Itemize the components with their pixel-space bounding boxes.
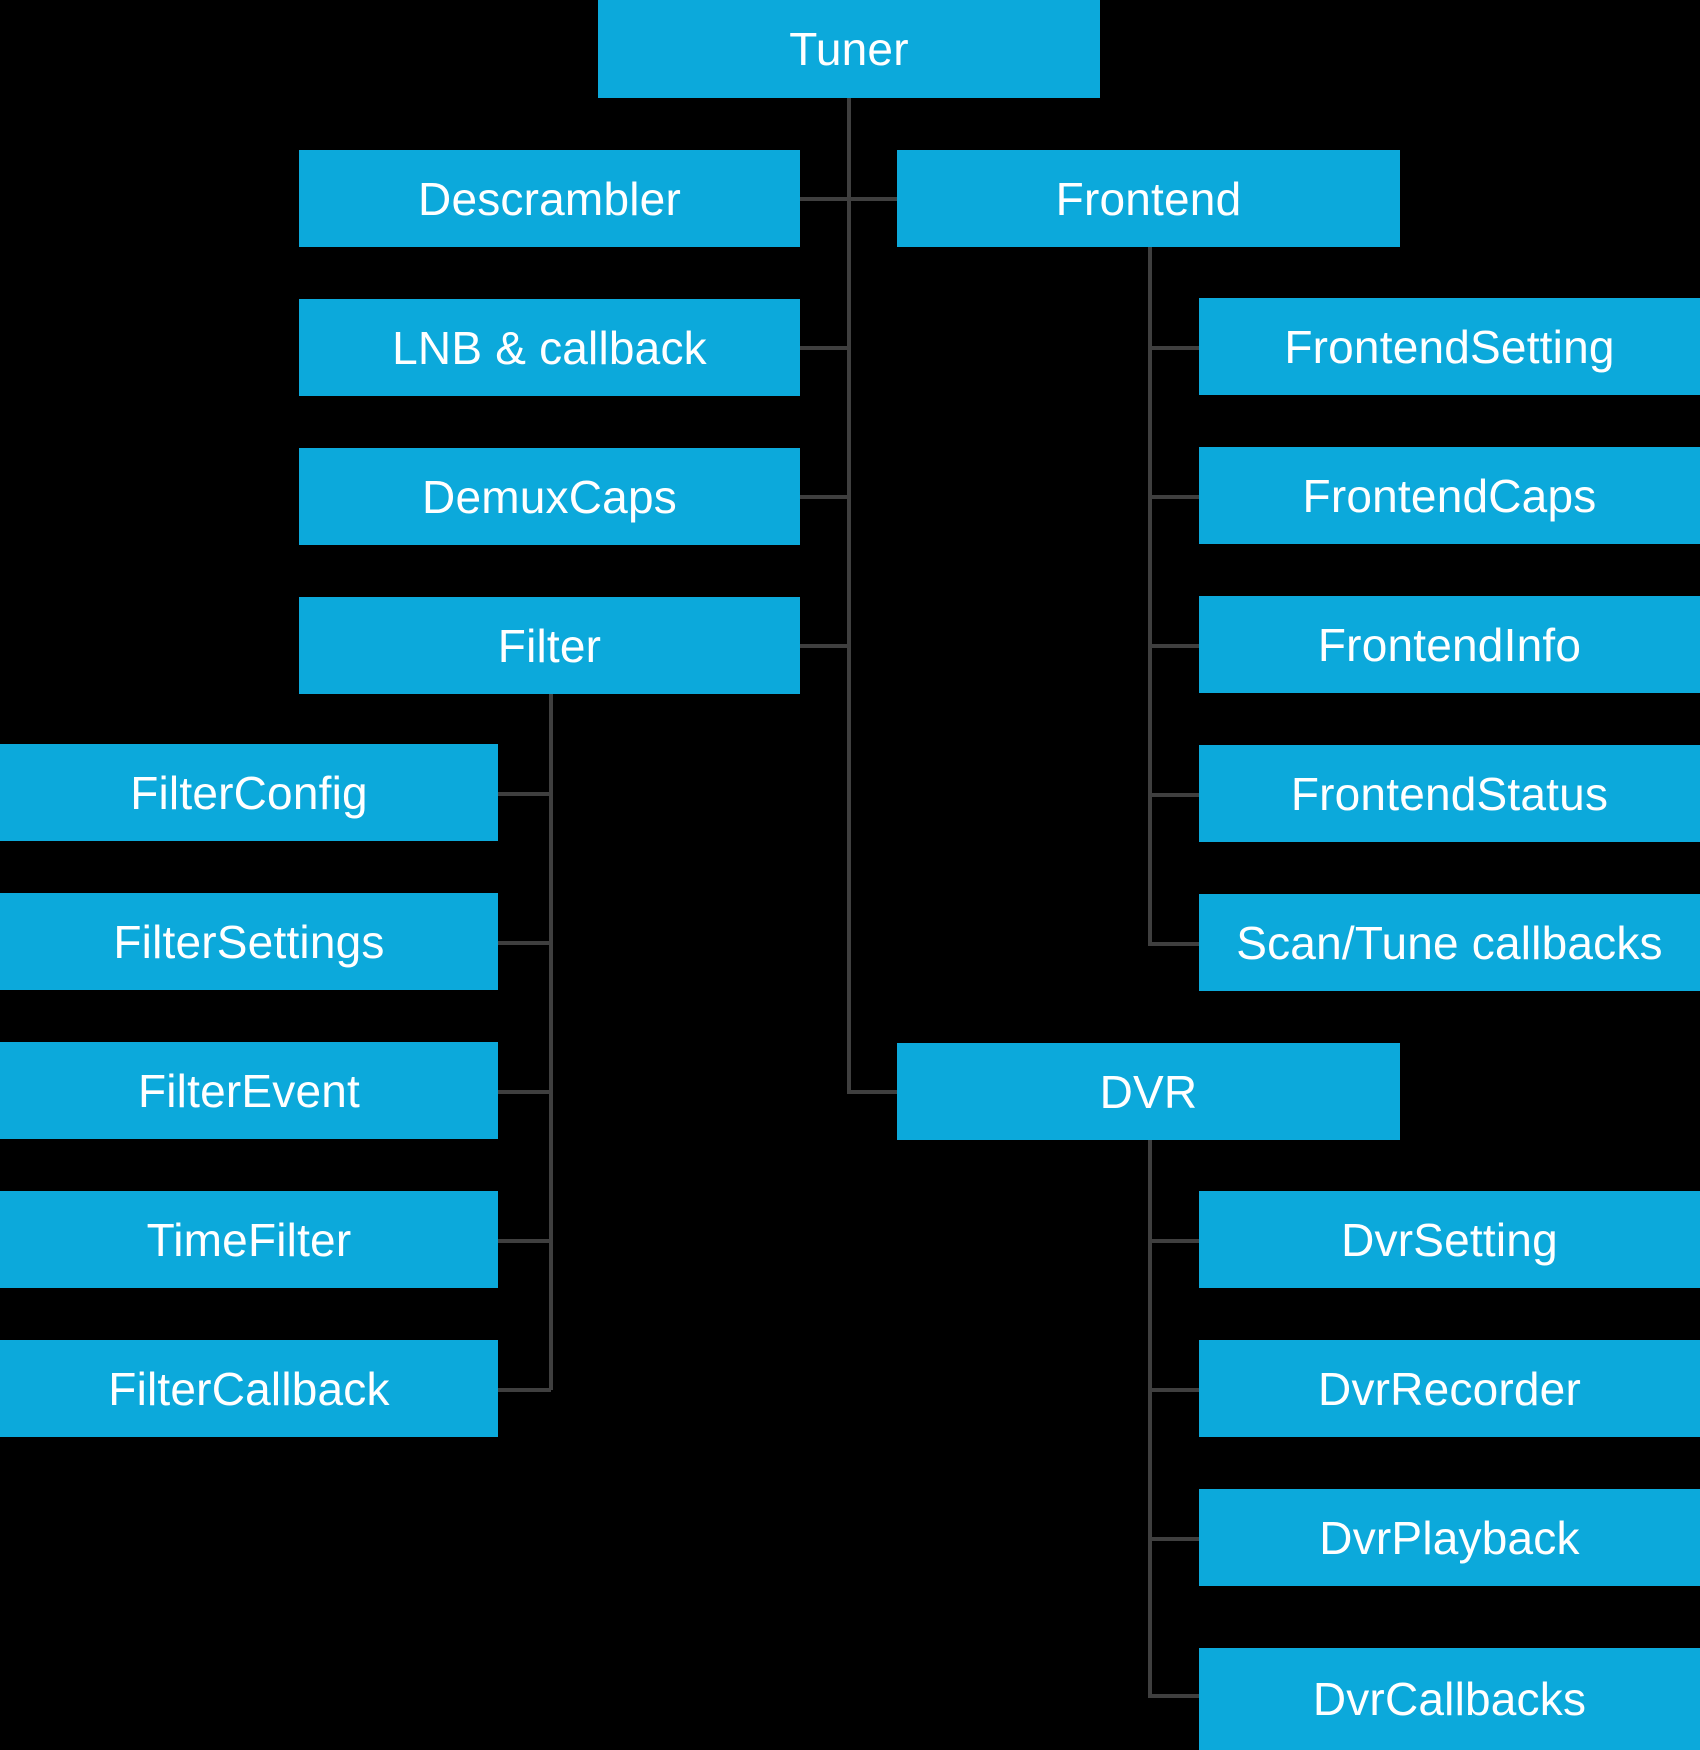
node-demuxcaps[interactable]: DemuxCaps: [299, 448, 800, 545]
edge-dvr-dvrplayback: [1148, 1537, 1201, 1541]
edge-dvr-dvrsetting: [1148, 1239, 1201, 1243]
node-frontendsetting[interactable]: FrontendSetting: [1199, 298, 1700, 395]
edge-tuner-frontend: [847, 197, 899, 201]
edge-frontend-frontendstatus: [1148, 793, 1201, 797]
node-frontendcaps[interactable]: FrontendCaps: [1199, 447, 1700, 544]
edge-dvr-trunk: [1148, 1140, 1152, 1697]
edge-filter-timefilter: [498, 1239, 551, 1243]
node-filtersettings[interactable]: FilterSettings: [0, 893, 498, 990]
node-dvrrecorder[interactable]: DvrRecorder: [1199, 1340, 1700, 1437]
edge-filter-filterconfig: [498, 792, 551, 796]
edge-tuner-dvr: [847, 1090, 899, 1094]
edge-frontend-scantune: [1148, 942, 1201, 946]
node-dvr[interactable]: DVR: [897, 1043, 1400, 1140]
edge-tuner-descrambler: [800, 197, 849, 201]
node-filtercallback[interactable]: FilterCallback: [0, 1340, 498, 1437]
edge-frontend-frontendinfo: [1148, 644, 1201, 648]
edge-filter-filterevent: [498, 1090, 551, 1094]
node-timefilter[interactable]: TimeFilter: [0, 1191, 498, 1288]
edge-frontend-trunk: [1148, 247, 1152, 944]
node-dvrplayback[interactable]: DvrPlayback: [1199, 1489, 1700, 1586]
edge-tuner-lnb: [800, 346, 849, 350]
node-frontendstatus[interactable]: FrontendStatus: [1199, 745, 1700, 842]
edge-tuner-demuxcaps: [800, 495, 849, 499]
node-dvrsetting[interactable]: DvrSetting: [1199, 1191, 1700, 1288]
node-tuner[interactable]: Tuner: [598, 0, 1100, 98]
edge-tuner-trunk: [847, 98, 851, 1094]
edge-frontend-frontendsetting: [1148, 346, 1201, 350]
edge-filter-filtersettings: [498, 941, 551, 945]
node-filter[interactable]: Filter: [299, 597, 800, 694]
node-descrambler[interactable]: Descrambler: [299, 150, 800, 247]
node-filterconfig[interactable]: FilterConfig: [0, 744, 498, 841]
edge-dvr-dvrrecorder: [1148, 1388, 1201, 1392]
edge-tuner-filter: [800, 644, 849, 648]
node-frontend[interactable]: Frontend: [897, 150, 1400, 247]
edge-filter-filtercallback: [498, 1388, 551, 1392]
edge-filter-trunk: [549, 694, 553, 1390]
node-frontendinfo[interactable]: FrontendInfo: [1199, 596, 1700, 693]
edge-dvr-dvrcallbacks: [1148, 1694, 1201, 1698]
node-lnb-callback[interactable]: LNB & callback: [299, 299, 800, 396]
edge-frontend-frontendcaps: [1148, 495, 1201, 499]
node-scan-tune-callbacks[interactable]: Scan/Tune callbacks: [1199, 894, 1700, 991]
node-filterevent[interactable]: FilterEvent: [0, 1042, 498, 1139]
node-dvrcallbacks[interactable]: DvrCallbacks: [1199, 1648, 1700, 1750]
